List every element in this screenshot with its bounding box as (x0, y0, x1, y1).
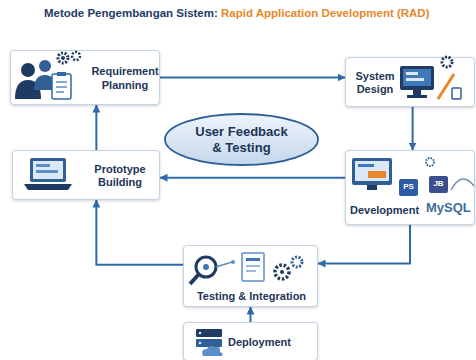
node-label: System Design (350, 70, 400, 96)
process-box: Testing & Integration (183, 245, 318, 307)
deployment-icon (196, 329, 223, 356)
node-label: User Feedback & Testing (191, 124, 292, 155)
process-box: Prototype Building (12, 150, 160, 200)
flow-arrow (160, 77, 345, 79)
design-monitor-icon (400, 57, 461, 99)
feedback-ellipse: User Feedback & Testing (163, 112, 320, 167)
flow-arrow (95, 105, 97, 150)
people-icon (15, 52, 80, 99)
flow-arrow (96, 200, 183, 265)
development-icons (352, 158, 474, 196)
node-label: Testing & Integration (186, 290, 317, 303)
node-label: Prototype Building (83, 163, 157, 189)
laptop-icon (24, 158, 72, 190)
flow-arrow (250, 307, 252, 322)
process-box: Requirement Planning (10, 50, 160, 105)
flow-arrow (318, 225, 410, 264)
flow-arrow (412, 107, 414, 150)
testing-icons (190, 253, 302, 284)
flow-arrow (160, 177, 345, 179)
node-label: Development (350, 204, 426, 217)
node-label: Deployment (228, 336, 316, 349)
process-box: System Design (345, 57, 475, 107)
ellipse-shape (165, 114, 318, 165)
app-icon-label: PS (399, 182, 418, 192)
diagram-title: Metode Pengembangan Sistem: Rapid Applic… (44, 7, 430, 19)
node-sublabel: MySQL (426, 200, 474, 216)
app-icon-label: JB (429, 179, 448, 189)
node-label: Requirement Planning (87, 65, 163, 91)
process-box: Deployment (183, 322, 318, 360)
